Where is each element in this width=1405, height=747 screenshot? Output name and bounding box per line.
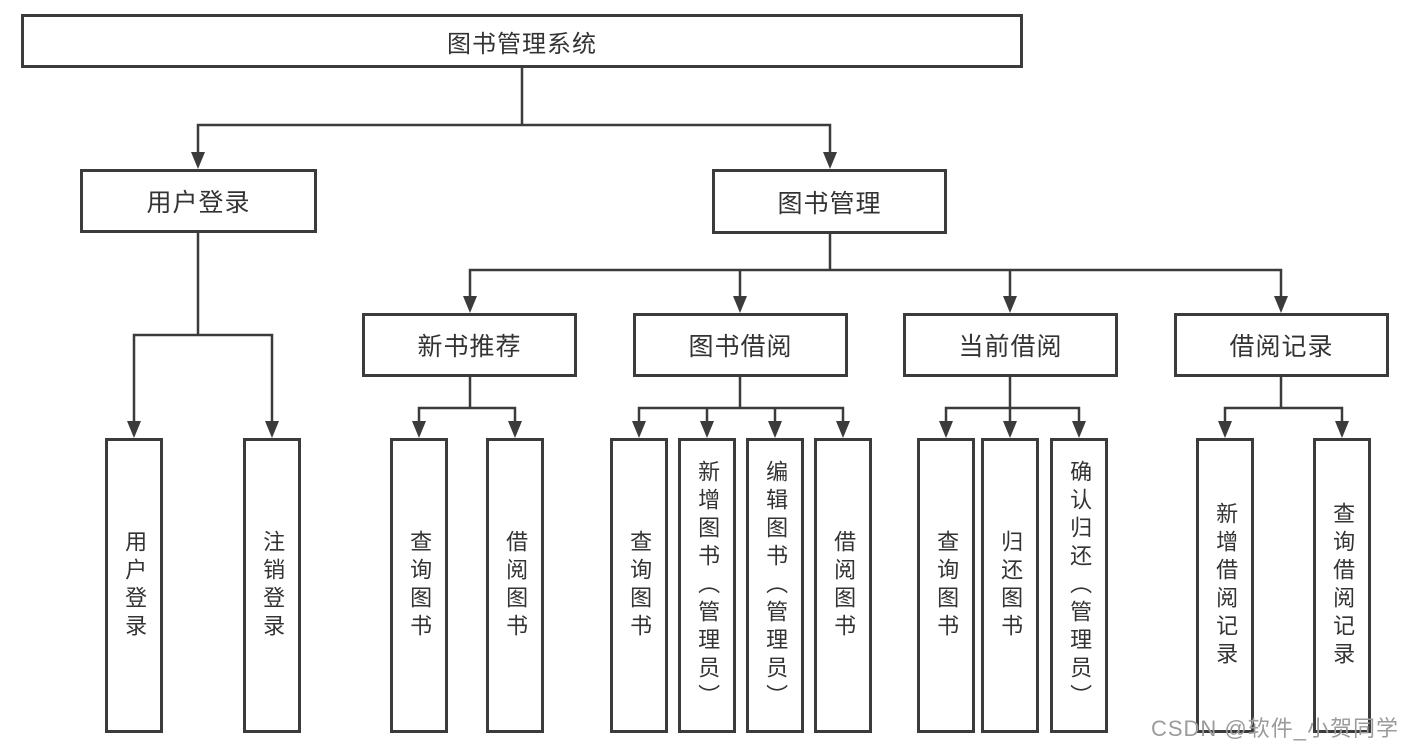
leaf-borrowing-edit-books-admin: 编辑图书（管理员） [746, 438, 804, 733]
node-book-borrowing: 图书借阅 [633, 313, 848, 377]
connector-user-login [132, 231, 274, 423]
leaf-borrowing-borrow-books: 借阅图书 [814, 438, 872, 733]
node-borrowing-records: 借阅记录 [1174, 313, 1389, 377]
leaf-user-login: 用户登录 [105, 438, 163, 733]
leaf-recommend-borrow-books: 借阅图书 [486, 438, 544, 733]
leaf-current-return-books: 归还图书 [981, 438, 1039, 733]
node-library-system: 图书管理系统 [21, 14, 1023, 68]
connector-borrowing [637, 375, 845, 424]
leaf-records-query-record: 查询借阅记录 [1313, 438, 1371, 733]
leaf-borrowing-add-books-admin: 新增图书（管理员） [678, 438, 736, 733]
leaf-borrowing-query-books: 查询图书 [610, 438, 668, 733]
node-current-borrowing: 当前借阅 [903, 313, 1118, 377]
arrow-heads [127, 152, 1349, 438]
watermark: CSDN @软件_小贺同学 [1150, 716, 1399, 741]
connector-current [944, 375, 1081, 424]
node-book-management: 图书管理 [712, 169, 947, 234]
connector-records [1223, 375, 1344, 424]
connector-strokes [132, 66, 1344, 424]
leaf-current-query-books: 查询图书 [917, 438, 975, 733]
leaf-logout-login: 注销登录 [243, 438, 301, 733]
node-new-book-recommendation: 新书推荐 [362, 313, 577, 377]
connector-book-management [468, 231, 1283, 298]
leaf-recommend-query-books: 查询图书 [390, 438, 448, 733]
connector-recommendation [417, 375, 517, 424]
connector-root [196, 66, 832, 154]
node-user-login: 用户登录 [80, 169, 317, 233]
leaf-records-add-record: 新增借阅记录 [1196, 438, 1254, 733]
leaf-current-confirm-return-admin: 确认归还（管理员） [1050, 438, 1108, 733]
